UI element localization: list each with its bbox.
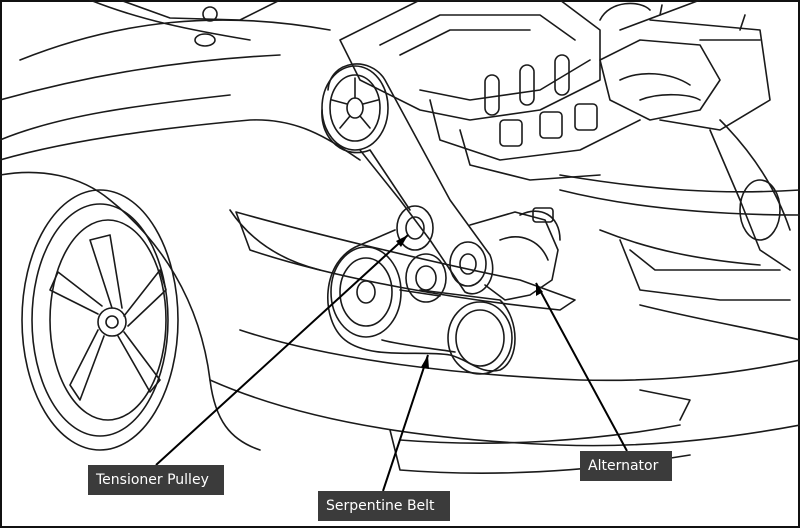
alternator-label: Alternator bbox=[580, 451, 672, 481]
crank-pulley-lower bbox=[330, 246, 402, 338]
tensioner-arrowhead bbox=[396, 235, 408, 247]
engine-block bbox=[339, 0, 791, 271]
serpentine-belt-label: Serpentine Belt bbox=[318, 491, 450, 521]
alternator-leader bbox=[535, 282, 628, 452]
idler-pulley bbox=[405, 241, 487, 303]
crank-pulley-upper bbox=[321, 65, 389, 151]
car-body bbox=[0, 0, 800, 474]
alternator-unit bbox=[469, 207, 561, 301]
tensioner-pulley-label: Tensioner Pulley bbox=[88, 465, 224, 495]
serpentine-arrowhead bbox=[421, 355, 429, 369]
alternator-arrowhead bbox=[536, 283, 543, 296]
tensioner-leader bbox=[155, 234, 409, 466]
ac-pulley bbox=[447, 301, 513, 375]
serpentine-belt bbox=[321, 63, 516, 372]
tensioner-pulley bbox=[396, 205, 434, 251]
wheel bbox=[21, 189, 179, 451]
serpentine-leader bbox=[382, 354, 429, 492]
